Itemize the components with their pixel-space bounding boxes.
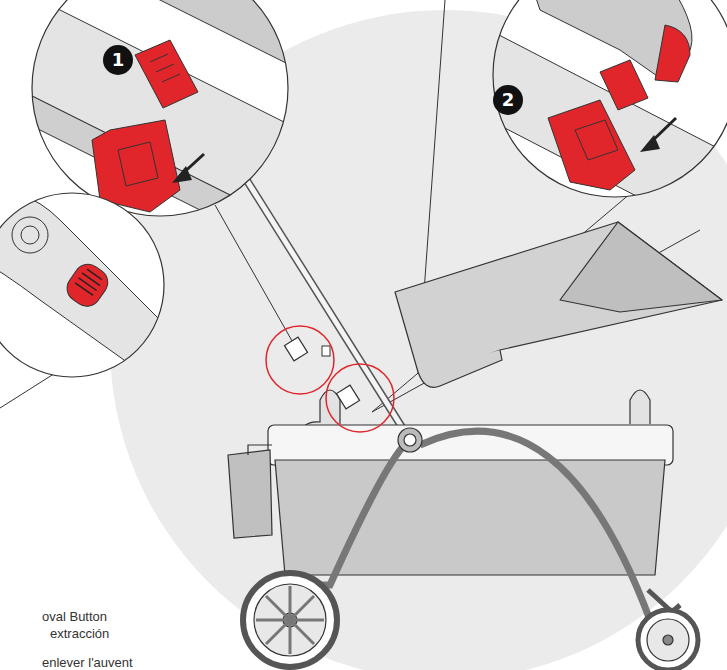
part-label: enlever l'auvent: [42, 655, 133, 670]
part-label: extracción: [50, 626, 109, 641]
callout-number: 2: [493, 85, 523, 115]
wagon: [228, 390, 698, 670]
part-label: oval Button: [42, 609, 107, 624]
detail-inset: [470, 0, 727, 260]
highlight-circle: [326, 364, 394, 432]
highlight-circle: [266, 326, 334, 394]
detail-inset: [0, 193, 180, 400]
canopy: [395, 222, 722, 387]
callout-number: 1: [103, 45, 133, 75]
